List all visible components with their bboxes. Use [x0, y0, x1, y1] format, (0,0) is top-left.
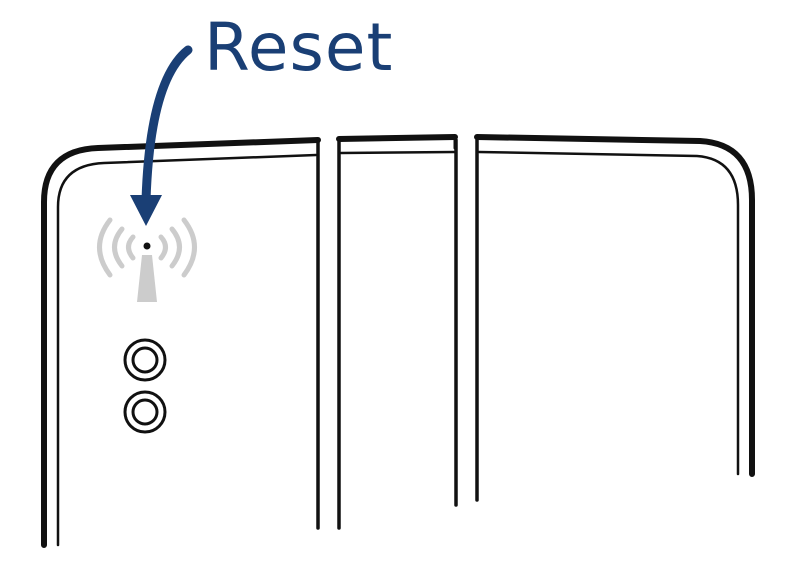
device-outline [41, 134, 755, 548]
wifi-wave-left-middle [112, 226, 125, 269]
wifi-wave-right-inner [158, 234, 168, 261]
callout-arrow-line [141, 45, 193, 205]
wifi-wave-right-outer [181, 217, 197, 278]
device-outer-edge [41, 134, 755, 548]
wifi-antenna-mast [137, 255, 157, 302]
wifi-wave-left-outer [97, 217, 113, 278]
wifi-wave-left-inner [126, 234, 136, 261]
round-button-icon [123, 390, 167, 434]
callout-arrow [130, 45, 193, 226]
callout-arrow-head [130, 195, 162, 226]
wifi-wave-right-middle [169, 226, 182, 269]
device-inner-edge [56, 150, 740, 547]
round-button-icon [123, 338, 167, 382]
reset-label: Reset [204, 9, 394, 86]
reset-pinhole [143, 242, 151, 250]
wifi-broadcast-icon [97, 217, 197, 302]
groove-top [316, 135, 479, 152]
